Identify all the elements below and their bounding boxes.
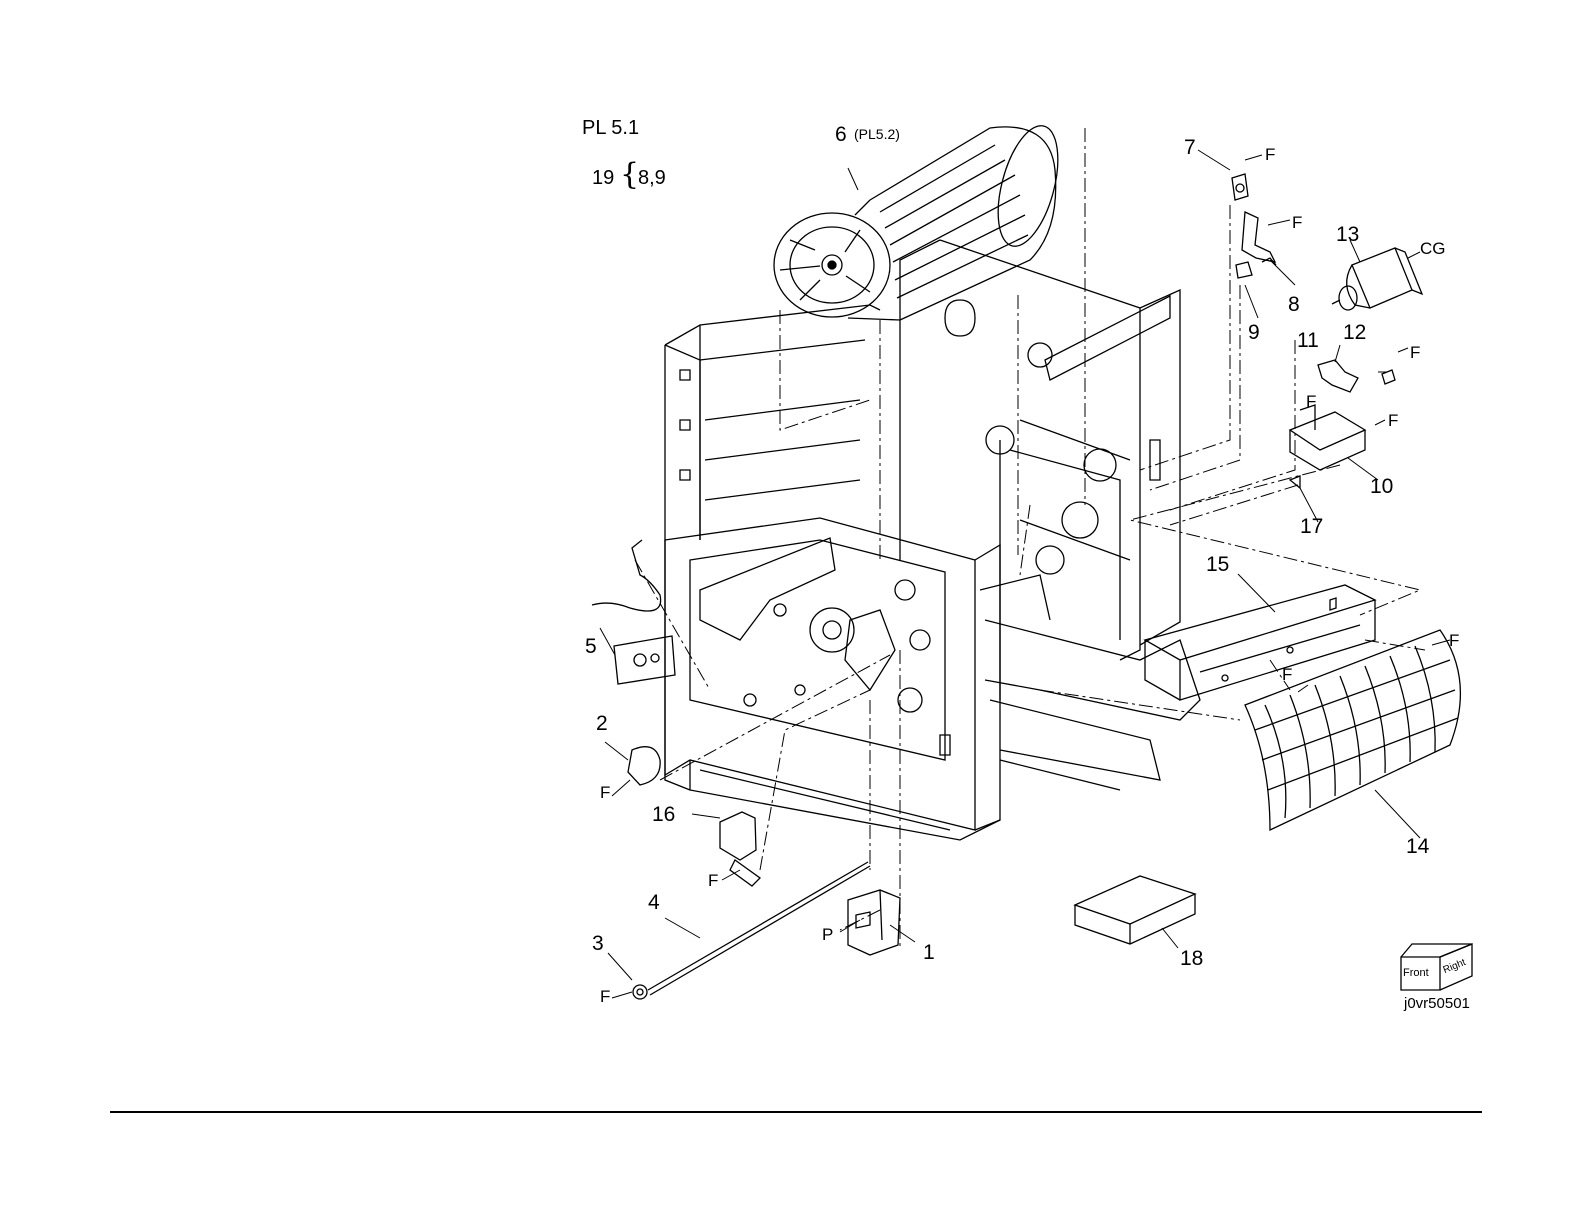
drawing-code: j0vr50501	[1404, 996, 1470, 1011]
main-frame-front	[665, 518, 1000, 840]
callout-8: 8	[1288, 294, 1300, 315]
callout-18: 18	[1180, 948, 1203, 969]
callout-2: 2	[596, 713, 608, 734]
callout-11: 11	[1297, 330, 1319, 351]
fastener-f: F	[1282, 666, 1292, 683]
shaft-part-4	[648, 862, 870, 995]
callout-9: 9	[1248, 322, 1260, 343]
small-parts-7-8-9	[1232, 174, 1276, 278]
callout-15: 15	[1206, 554, 1229, 575]
cube-front-label: Front	[1403, 968, 1429, 979]
grille-cover-part-14	[1245, 630, 1460, 830]
callout-5: 5	[585, 636, 597, 657]
callout-1: 1	[923, 942, 935, 963]
fastener-f: F	[1265, 146, 1275, 163]
fastener-f: F	[600, 988, 610, 1005]
latch-part-16	[720, 812, 760, 886]
callout-7: 7	[1184, 137, 1196, 158]
main-frame-rear	[900, 240, 1180, 660]
disc-part-2	[628, 747, 660, 785]
box-part-18	[1075, 876, 1195, 944]
callout-6-reference: (PL5.2)	[854, 127, 900, 141]
callout-16: 16	[652, 804, 675, 825]
callout-6: 6	[835, 124, 847, 145]
gear-part-3	[633, 985, 647, 999]
fastener-f: F	[1410, 344, 1420, 361]
drum-unit-part-6	[774, 119, 1069, 320]
callout-12: 12	[1343, 322, 1366, 343]
fastener-f: F	[1388, 412, 1398, 429]
footer-rule	[110, 1111, 1482, 1113]
fastener-f: F	[600, 784, 610, 801]
callout-17: 17	[1300, 516, 1323, 537]
fastener-f: F	[1306, 393, 1316, 410]
fastener-f: F	[1292, 214, 1302, 231]
fastener-f: F	[708, 872, 718, 889]
callout-10: 10	[1370, 476, 1393, 497]
leader-lines	[600, 150, 1450, 998]
callout-13: 13	[1336, 224, 1359, 245]
base-paper-path	[980, 440, 1200, 790]
fastener-p: P	[822, 926, 833, 943]
fastener-f: F	[1449, 632, 1459, 649]
assembly-lines	[635, 128, 1425, 950]
callout-4: 4	[648, 892, 660, 913]
bracket-parts-10-11-12-17	[1290, 360, 1395, 488]
harness-part-5	[592, 540, 675, 684]
callout-14: 14	[1406, 836, 1429, 857]
callout-3: 3	[592, 933, 604, 954]
fastener-cg: CG	[1420, 240, 1446, 257]
